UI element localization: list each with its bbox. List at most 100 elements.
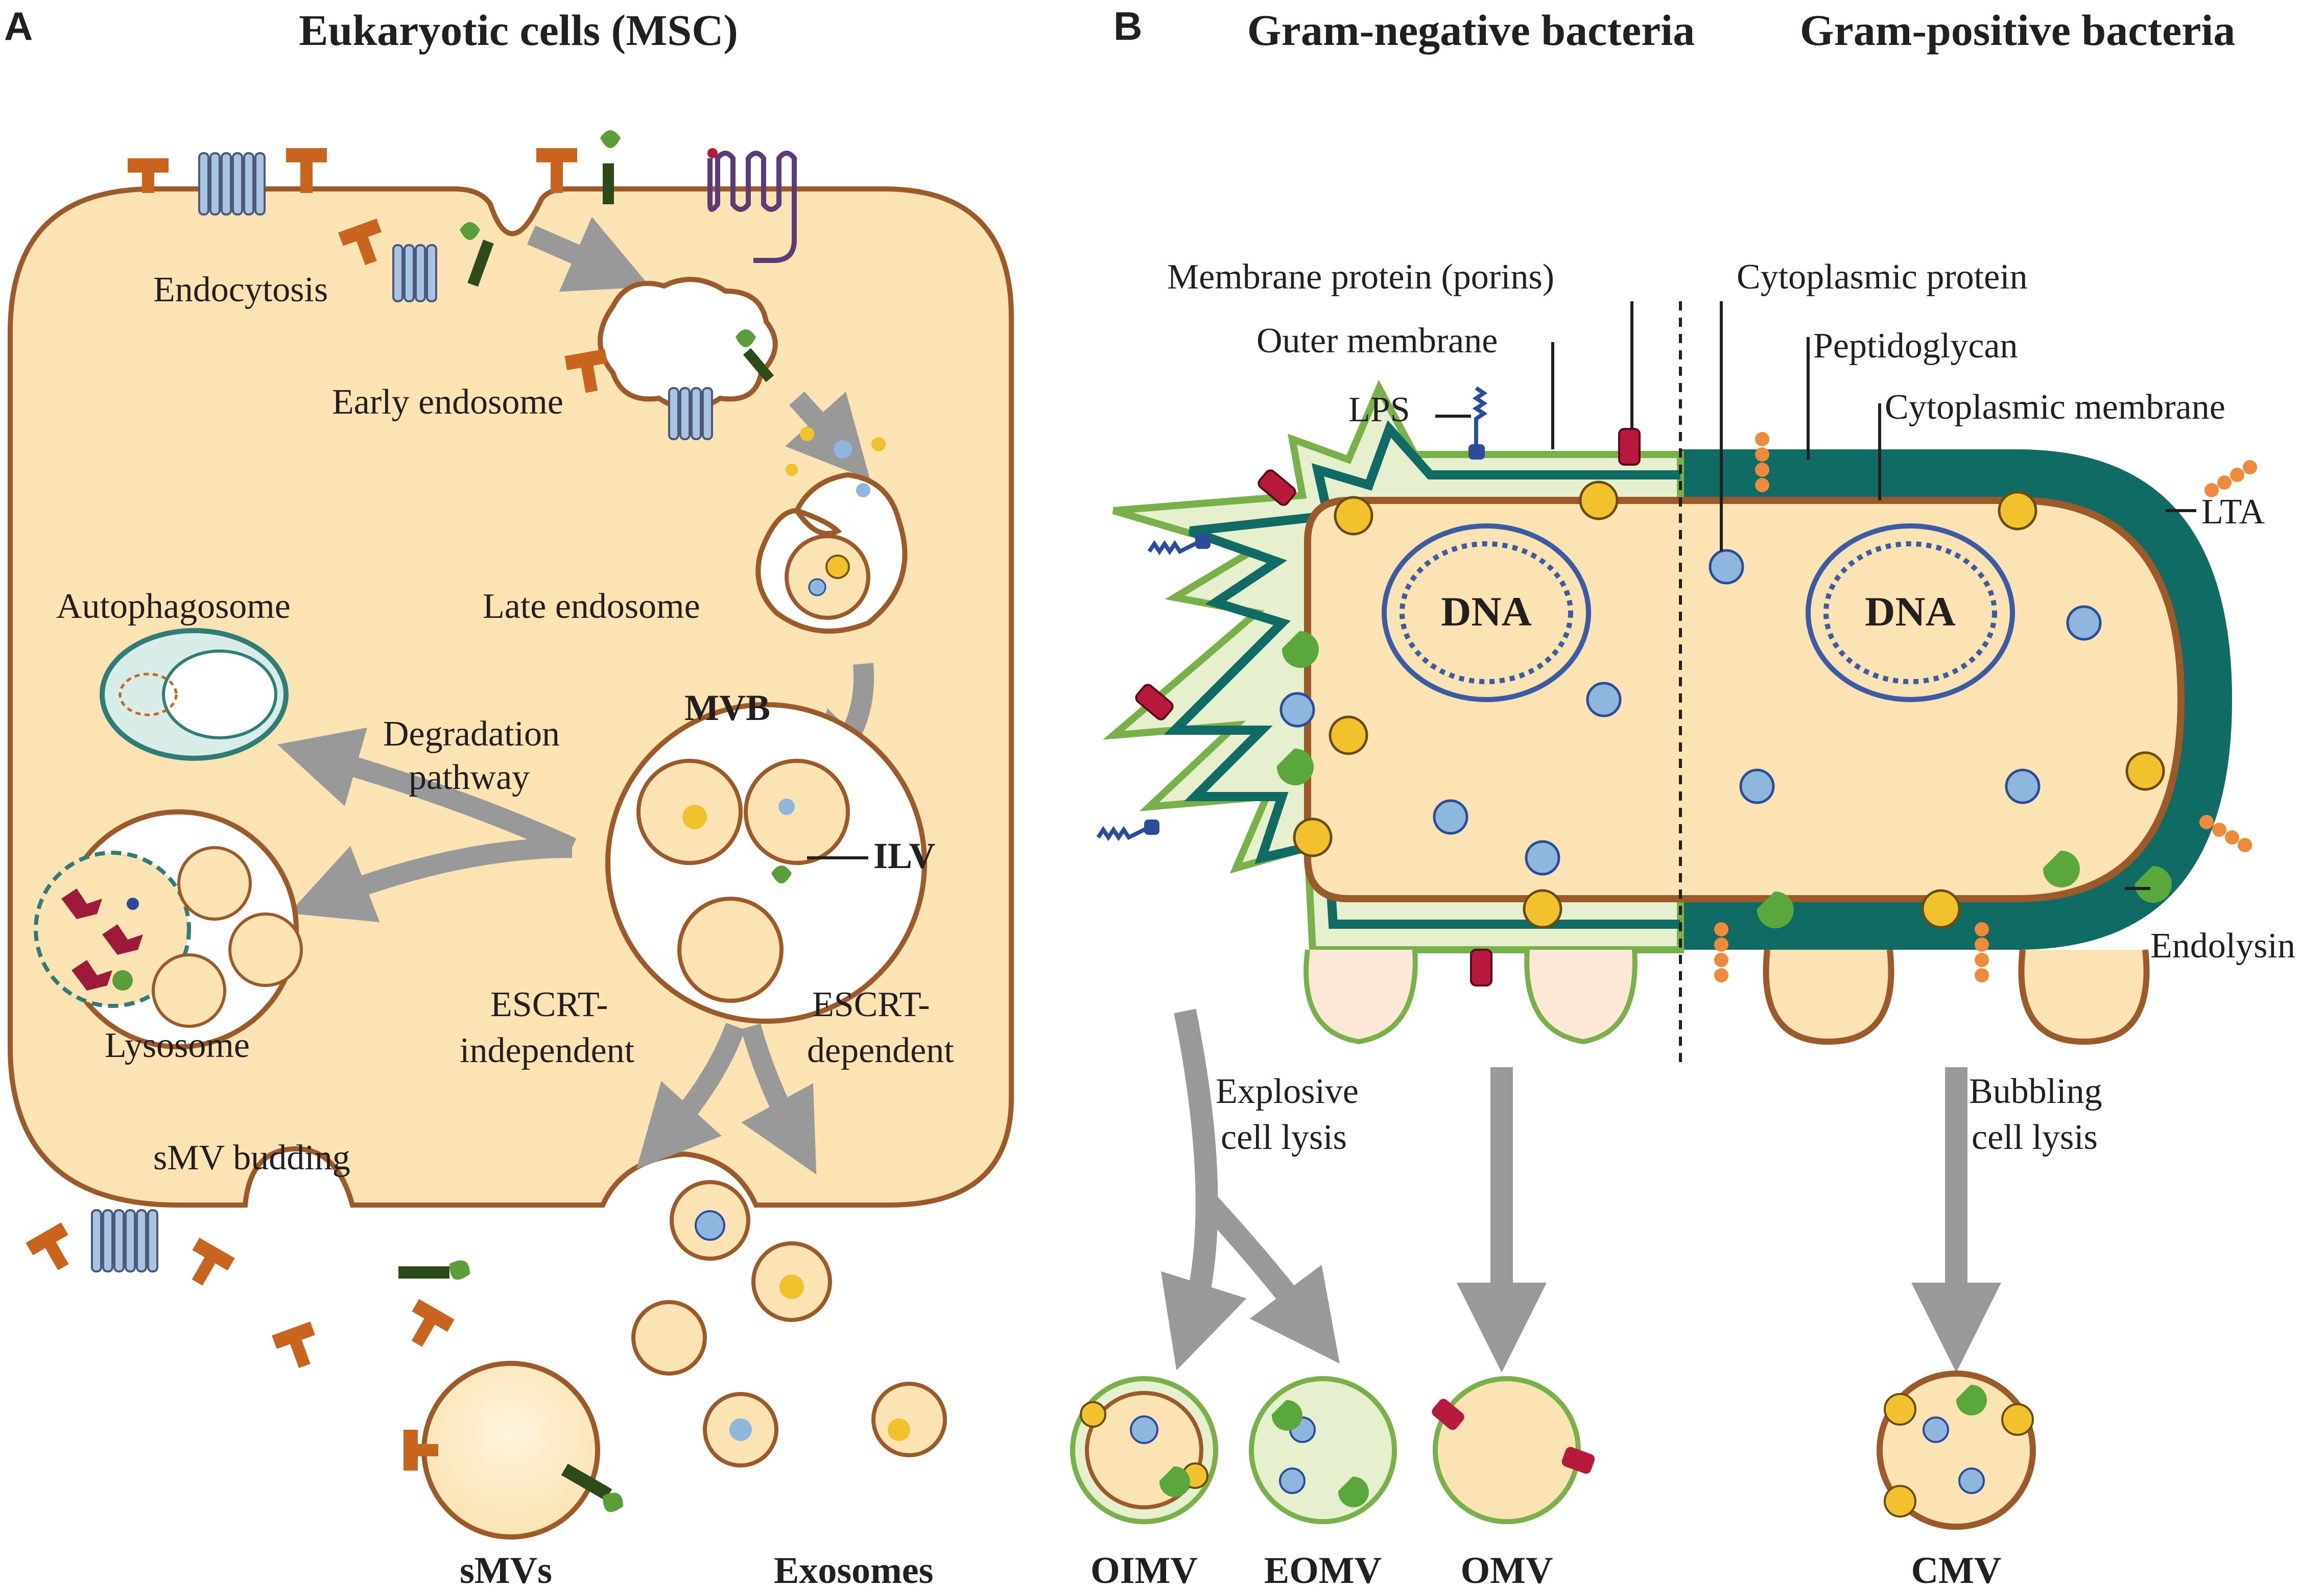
label-early-endosome: Early endosome xyxy=(332,382,563,422)
label-lps: LPS xyxy=(1348,390,1410,429)
seven-tm-protein-bottom xyxy=(91,1209,158,1272)
label-escrt-dependent-1: ESCRT- xyxy=(812,985,930,1024)
gram-negative-peptidoglycan xyxy=(1164,420,1680,929)
surface-receptors-top xyxy=(128,130,621,204)
exosome-3 xyxy=(631,1300,707,1376)
endocytic-vesicle xyxy=(338,219,494,302)
arrow-explosive-eomv xyxy=(1197,1192,1340,1364)
early-endosome-tm-protein xyxy=(668,387,713,440)
label-exosomes: Exosomes xyxy=(774,1550,933,1587)
lysosome-degraded-cargo xyxy=(61,888,143,991)
label-smvs: sMVs xyxy=(460,1550,552,1587)
smv-green-stalk xyxy=(561,1463,612,1501)
dna-gram-negative xyxy=(1382,523,1591,702)
late-endosome-yellow xyxy=(825,555,850,579)
late-endosome-blue xyxy=(808,578,826,596)
smv xyxy=(421,1361,600,1540)
panel-b: B Gram-negative bacteria Gram-positive b… xyxy=(1070,4,2295,1587)
panel-a-letter: A xyxy=(4,4,33,49)
panel-b-letter: B xyxy=(1113,4,1142,49)
mvb-ilv-1-cargo xyxy=(682,805,707,829)
arrow-escrt-independent xyxy=(636,1023,745,1169)
label-endolysin: Endolysin xyxy=(2150,926,2295,966)
gram-negative-bleb-1 xyxy=(1303,949,1418,1045)
serpentine-receptor-tip xyxy=(707,148,718,158)
late-endosome-floating-particles xyxy=(786,427,886,497)
smv-green-receptor xyxy=(603,1493,623,1512)
panel-a: A Eukaryotic cells (MSC) xyxy=(4,4,1014,1587)
label-escrt-dependent-2: dependent xyxy=(807,1031,954,1070)
label-explosive-2: cell lysis xyxy=(1221,1118,1347,1157)
arrow-to-late-endosome xyxy=(785,391,870,480)
lysosome-ilv-3 xyxy=(152,953,226,1028)
bottom-green-receptor xyxy=(449,1260,470,1280)
label-dna-gram-positive: DNA xyxy=(1865,588,1956,635)
label-escrt-independent-1: ESCRT- xyxy=(490,985,608,1024)
label-smv-budding: sMV budding xyxy=(153,1138,350,1177)
bottom-green-stalk xyxy=(398,1266,449,1279)
arrow-degradation-lysosome xyxy=(289,837,573,922)
lysosome-ilv-1 xyxy=(177,846,252,921)
label-lysosome: Lysosome xyxy=(105,1026,250,1065)
label-eomv: EOMV xyxy=(1264,1550,1382,1587)
mvb-green-receptor xyxy=(771,865,792,883)
autophagosome-vesicle xyxy=(118,672,178,716)
label-cmv: CMV xyxy=(1911,1550,2002,1587)
exosome-5 xyxy=(871,1382,947,1457)
cmv-vesicle xyxy=(1877,1370,2036,1530)
serpentine-receptor xyxy=(707,151,797,263)
label-oimv: OIMV xyxy=(1090,1550,1198,1587)
late-endosome-ilv xyxy=(785,534,870,620)
label-late-endosome: Late endosome xyxy=(483,587,700,626)
label-ilv: ILV xyxy=(873,835,935,876)
panel-a-title: Eukaryotic cells (MSC) xyxy=(299,6,738,55)
mvb-ilv-2-cargo xyxy=(778,799,795,815)
surface-receptors-bottom xyxy=(26,1222,455,1368)
arrow-escrt-dependent xyxy=(741,1023,817,1175)
lps-anchors xyxy=(1144,444,1485,835)
endolysins xyxy=(1276,631,2172,928)
eomv-vesicle xyxy=(1249,1376,1397,1524)
label-dna-gram-negative: DNA xyxy=(1441,588,1532,635)
label-bubbling-1: Bubbling xyxy=(1969,1072,2102,1111)
label-explosive-1: Explosive xyxy=(1216,1072,1359,1111)
seven-tm-protein-top xyxy=(198,152,266,215)
gram-positive-bleb-1 xyxy=(1763,949,1894,1045)
leader-lines xyxy=(1435,301,2196,890)
lps-molecules xyxy=(1096,386,1488,841)
label-escrt-independent-2: independent xyxy=(460,1031,635,1070)
arrow-to-early-endosome xyxy=(527,217,651,292)
label-lta: LTA xyxy=(2201,492,2265,532)
exosomes-group xyxy=(631,1180,947,1468)
gram-positive-bleb-2 xyxy=(2018,949,2150,1045)
label-outer-membrane: Outer membrane xyxy=(1256,321,1498,360)
early-endosome-green-receptor xyxy=(736,329,756,347)
label-cytoplasmic-membrane: Cytoplasmic membrane xyxy=(1885,388,2225,427)
label-cytoplasmic-protein: Cytoplasmic protein xyxy=(1737,257,2028,297)
mvb-ilv-2 xyxy=(744,759,850,865)
dna-gram-positive xyxy=(1806,523,2015,702)
label-degradation-2: pathway xyxy=(409,758,530,797)
early-endosome-green-stalk xyxy=(743,348,774,382)
membrane-proteins-yellow xyxy=(1293,480,2165,929)
label-omv: OMV xyxy=(1461,1550,1553,1587)
lysosome-ilv-2 xyxy=(228,912,303,987)
panel-b-title-gram-negative: Gram-negative bacteria xyxy=(1247,6,1695,55)
bacterial-cytoplasm xyxy=(1304,497,2185,902)
label-endocytosis: Endocytosis xyxy=(153,270,328,309)
label-peptidoglycan: Peptidoglycan xyxy=(1813,326,2018,366)
porins xyxy=(1135,428,1641,987)
early-endosome-receptor xyxy=(564,349,608,393)
label-degradation-1: Degradation xyxy=(383,714,560,754)
gram-negative-bleb-2 xyxy=(1524,949,1638,1045)
autophagosome-mitochondrion xyxy=(162,650,277,739)
label-autophagosome: Autophagosome xyxy=(56,587,291,626)
lta-molecules xyxy=(1714,432,2257,982)
panel-b-title-gram-positive: Gram-positive bacteria xyxy=(1800,6,2236,55)
label-membrane-protein: Membrane protein (porins) xyxy=(1167,257,1554,297)
label-mvb: MVB xyxy=(684,687,770,728)
oimv-vesicle xyxy=(1070,1376,1218,1524)
mvb-ilv-3 xyxy=(677,897,784,1003)
omv-vesicle xyxy=(1432,1376,1595,1524)
